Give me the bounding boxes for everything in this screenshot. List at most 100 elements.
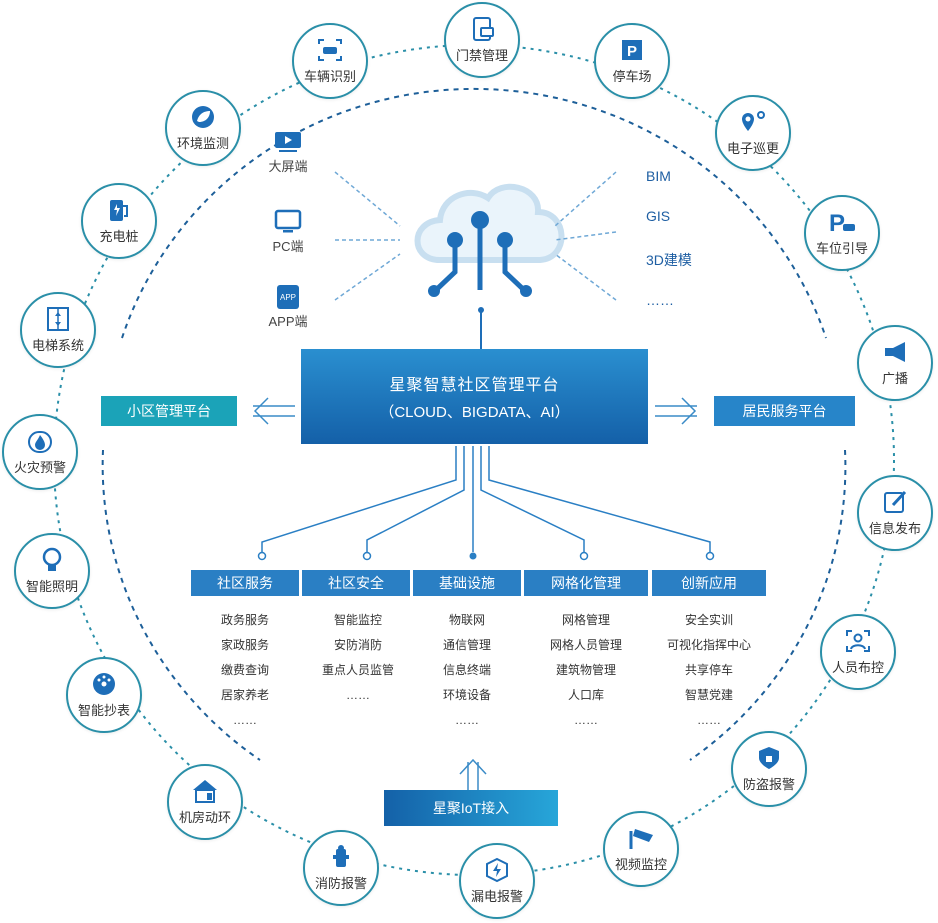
ring-node-smart-lighting: 智能照明: [14, 533, 90, 609]
inner-ring-top: [121, 88, 827, 339]
meter-gauge-icon: [89, 671, 119, 697]
node-label: 火灾预警: [13, 460, 66, 475]
ring-node-broadcast: 广播: [857, 325, 933, 401]
tech-3d-modeling: 3D建模: [646, 252, 692, 268]
ring-node-machine-room: 机房动环: [167, 764, 243, 840]
right-arrow: [655, 397, 697, 425]
category-items-infrastructure: 物联网 通信管理 信息终端 环境设备 ……: [413, 608, 521, 733]
community-management-platform: 小区管理平台: [101, 396, 237, 426]
parking-guide-icon: P: [827, 209, 857, 235]
core-subtitle: （CLOUD、BIGDATA、AI）: [379, 404, 570, 421]
fire-alert-icon: [25, 428, 55, 454]
list-item: 建筑物管理: [555, 663, 616, 677]
ring-node-personnel-control: 人员布控: [820, 614, 896, 690]
category-items-community-security: 智能监控 安防消防 重点人员监管 ……: [302, 608, 414, 708]
list-item: ……: [574, 713, 598, 727]
category-items-innovation: 安全实训 可视化指挥中心 共享停车 智慧党建 ……: [646, 608, 772, 733]
svg-text:P: P: [829, 210, 845, 235]
cctv-camera-icon: [626, 825, 656, 851]
charging-station-icon: [104, 197, 134, 223]
ring-node-fire-warning: 火灾预警: [2, 414, 78, 490]
list-item: 可视化指挥中心: [666, 638, 751, 652]
inner-ring-left: [101, 449, 261, 761]
ring-node-parking-lot: P 停车场: [594, 23, 670, 99]
tech-bim: BIM: [646, 168, 671, 184]
leaf-globe-icon: [188, 104, 218, 130]
list-item: ……: [346, 688, 370, 702]
device-big-screen: 大屏端: [253, 128, 323, 175]
node-label: 消防报警: [314, 876, 367, 891]
list-item: 通信管理: [442, 638, 491, 652]
parking-p-icon: P: [617, 37, 647, 63]
list-item: 环境设备: [442, 688, 491, 702]
list-item: 信息终端: [442, 663, 491, 677]
list-item: 家政服务: [220, 638, 269, 652]
node-label: 智能抄表: [77, 703, 130, 718]
lightning-hex-icon: [482, 857, 512, 883]
iot-up-arrow: [459, 758, 487, 790]
node-label: 机房动环: [178, 810, 231, 825]
svg-text:APP: APP: [280, 293, 296, 302]
category-infrastructure: 基础设施: [413, 570, 521, 596]
category-grid-management: 网格化管理: [524, 570, 648, 596]
device-label: 大屏端: [268, 159, 308, 174]
list-item: 网格管理: [561, 613, 610, 627]
device-app: APP APP端: [253, 283, 323, 330]
node-label: 智能照明: [25, 579, 78, 594]
ring-node-burglar-alarm: 防盗报警: [731, 731, 807, 807]
ring-node-smart-meter: 智能抄表: [66, 657, 142, 733]
tech-more: ……: [646, 292, 674, 308]
car-scan-icon: [315, 37, 345, 63]
list-item: 重点人员监管: [321, 663, 394, 677]
list-item: ……: [233, 713, 257, 727]
node-label: 环境监测: [176, 136, 229, 151]
node-label: 防盗报警: [742, 777, 795, 792]
node-label: 车辆识别: [303, 69, 356, 84]
ring-node-environment: 环境监测: [165, 90, 241, 166]
light-bulb-icon: [37, 547, 67, 573]
device-label: APP端: [268, 314, 308, 329]
category-community-service: 社区服务: [191, 570, 299, 596]
pc-monitor-icon: [253, 208, 323, 236]
node-label: 广播: [881, 371, 908, 386]
node-label: 电子巡更: [726, 141, 779, 156]
node-label: 停车场: [612, 69, 652, 84]
megaphone-icon: [880, 339, 910, 365]
ring-node-elevator: 电梯系统: [20, 292, 96, 368]
list-item: 智慧党建: [684, 688, 733, 702]
resident-service-platform: 居民服务平台: [714, 396, 855, 426]
list-item: 缴费查询: [220, 663, 269, 677]
person-scan-icon: [843, 628, 873, 654]
category-items-community-service: 政务服务 家政服务 缴费查询 居家养老 ……: [191, 608, 299, 733]
list-item: 居家养老: [220, 688, 269, 702]
patrol-pin-icon: [738, 109, 768, 135]
access-card-icon: [467, 16, 497, 42]
list-item: ……: [697, 713, 721, 727]
ring-node-vehicle-recognition: 车辆识别: [292, 23, 368, 99]
node-label: 人员布控: [831, 660, 884, 675]
category-innovation: 创新应用: [652, 570, 766, 596]
inner-ring-right: [689, 449, 847, 761]
core-platform-box: 星聚智慧社区管理平台 （CLOUD、BIGDATA、AI）: [301, 349, 648, 444]
ring-node-fire-alarm: 消防报警: [303, 830, 379, 906]
list-item: 安全实训: [684, 613, 733, 627]
list-item: 人口库: [567, 688, 604, 702]
node-label: 漏电报警: [470, 889, 523, 904]
list-item: 物联网: [448, 613, 485, 627]
cloud-icon: [414, 183, 565, 297]
tech-gis: GIS: [646, 208, 671, 224]
app-phone-icon: APP: [253, 283, 323, 311]
node-label: 车位引导: [815, 241, 868, 256]
device-pc: PC端: [253, 208, 323, 255]
fire-hydrant-icon: [326, 844, 356, 870]
ring-node-patrol: 电子巡更: [715, 95, 791, 171]
list-item: ……: [455, 713, 479, 727]
ring-node-charging-pile: 充电桩: [81, 183, 157, 259]
ring-node-leakage-alarm: 漏电报警: [459, 843, 535, 919]
list-item: 政务服务: [220, 613, 269, 627]
server-house-icon: [190, 778, 220, 804]
list-item: 共享停车: [684, 663, 733, 677]
list-item: 智能监控: [333, 613, 382, 627]
category-items-grid-management: 网格管理 网格人员管理 建筑物管理 人口库 ……: [524, 608, 648, 733]
